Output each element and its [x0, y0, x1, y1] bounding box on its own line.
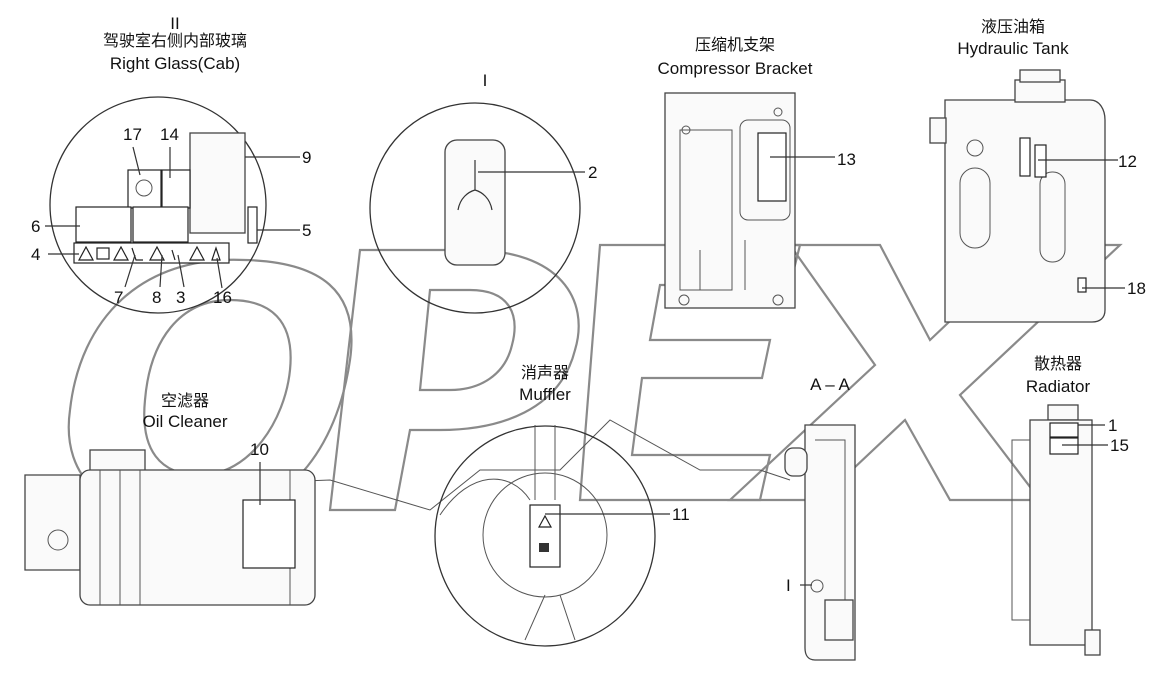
callout-12: 12 — [1118, 152, 1137, 171]
callout-11: 11 — [672, 505, 690, 524]
compressor-bracket — [664, 92, 796, 309]
right-glass-title-en: Right Glass(Cab) — [109, 54, 241, 73]
section-a-a — [784, 424, 856, 661]
decal-12 — [1034, 144, 1047, 178]
callout-15: 15 — [1110, 436, 1129, 455]
leader-lines — [45, 146, 1125, 586]
warning-decal-strip — [73, 242, 230, 264]
right-glass-roman: II — [170, 14, 180, 33]
decal-10 — [242, 499, 296, 569]
radiator-title-cn: 散热器 — [1033, 356, 1083, 373]
callout-6: 6 — [31, 217, 41, 236]
callout-3: 3 — [176, 288, 186, 307]
oil-cleaner-title-cn: 空滤器 — [160, 393, 210, 410]
callout-13: 13 — [837, 150, 856, 169]
decal-1 — [1049, 422, 1079, 438]
callout-17: 17 — [123, 125, 142, 144]
section-aa-label: A – A — [810, 375, 850, 394]
callout-1: 1 — [1108, 416, 1118, 435]
oil-cleaner — [24, 449, 316, 606]
callout-2: 2 — [588, 163, 598, 182]
compressor-title-cn: 压缩机支架 — [694, 37, 776, 54]
callout-18: 18 — [1127, 279, 1146, 298]
callout-16: 16 — [213, 288, 232, 307]
radiator-title-en: Radiator — [1025, 377, 1091, 396]
callout-8: 8 — [152, 288, 162, 307]
callout-10: 10 — [250, 440, 269, 459]
compressor-title-en: Compressor Bracket — [657, 59, 813, 78]
muffler-title-cn: 消声器 — [520, 365, 570, 382]
right-glass-title-cn: 驾驶室右侧内部玻璃 — [102, 33, 248, 50]
callout-5: 5 — [302, 221, 312, 240]
decal-13 — [757, 132, 787, 202]
warning-decal-14 — [161, 169, 191, 209]
callout-7: 7 — [114, 288, 124, 307]
section-aa-roman: I — [786, 576, 791, 595]
right-glass-detail — [49, 96, 267, 314]
decal-diagram — [132, 206, 189, 243]
hydraulic-title-cn: 液压油箱 — [980, 19, 1046, 36]
callout-4: 4 — [31, 245, 41, 264]
oil-cleaner-title-en: Oil Cleaner — [142, 412, 228, 431]
decal-6 — [75, 206, 132, 243]
muffler-detail — [434, 425, 656, 647]
radiator — [1011, 404, 1101, 656]
detail-one-roman: I — [482, 71, 488, 90]
detail-one — [369, 102, 581, 314]
callout-9: 9 — [302, 148, 312, 167]
hydraulic-title-en: Hydraulic Tank — [957, 39, 1069, 58]
callout-14: 14 — [160, 125, 179, 144]
hydraulic-tank — [929, 69, 1106, 323]
decal-18 — [1077, 277, 1087, 293]
decal-15 — [1049, 437, 1079, 455]
warning-decal-17 — [127, 169, 162, 209]
muffler-title-en: Muffler — [519, 385, 571, 404]
